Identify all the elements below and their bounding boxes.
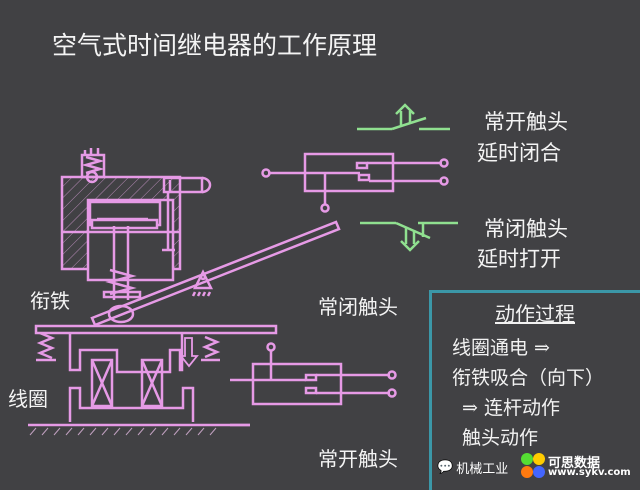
down-arrow-icon bbox=[179, 337, 199, 368]
lever bbox=[90, 220, 341, 327]
upper-switch bbox=[261, 152, 449, 213]
logo-url: www.sykv.com bbox=[548, 467, 631, 478]
wechat-watermark: 💬 机械工业 bbox=[437, 458, 508, 477]
process-step: 触头动作 bbox=[462, 427, 539, 449]
nc-contact-label: 常闭触头 bbox=[318, 295, 398, 319]
logo-text: 可思数据 bbox=[548, 456, 601, 471]
nc-delay-label-2: 延时打开 bbox=[477, 247, 561, 271]
process-box: 动作过程 线圈通电 ⇒ 衔铁吸合（向下） ⇒ 连杆动作 触头动作 bbox=[429, 290, 640, 490]
logo-watermark: 可思数据 www.sykv.com bbox=[520, 452, 640, 480]
top-spring bbox=[80, 148, 106, 184]
no-delay-label-1: 常开触头 bbox=[484, 110, 568, 134]
adjust-screw bbox=[162, 176, 212, 252]
process-step: 线圈通电 ⇒ bbox=[452, 337, 550, 359]
no-contact-label: 常开触头 bbox=[318, 447, 398, 471]
nc-delay-label-1: 常闭触头 bbox=[484, 217, 568, 241]
diagram-title: 空气式时间继电器的工作原理 bbox=[52, 31, 378, 60]
nc-delay-open-symbol bbox=[360, 221, 458, 252]
armature-label: 衔铁 bbox=[30, 289, 70, 313]
process-title: 动作过程 bbox=[495, 302, 575, 326]
air-chamber bbox=[60, 175, 182, 282]
ground-hatch bbox=[29, 427, 217, 436]
wechat-icon: 💬 bbox=[437, 460, 454, 475]
armature-springs bbox=[36, 331, 221, 362]
wechat-text: 机械工业 bbox=[456, 462, 509, 477]
coil-label: 线圈 bbox=[8, 387, 48, 411]
logo-icon bbox=[521, 453, 545, 478]
process-step: ⇒ 连杆动作 bbox=[462, 397, 560, 419]
piston-rod bbox=[102, 226, 142, 324]
lower-switch bbox=[230, 342, 397, 427]
relay-diagram bbox=[28, 103, 458, 436]
process-step: 衔铁吸合（向下） bbox=[452, 367, 605, 389]
no-delay-label-2: 延时闭合 bbox=[477, 141, 561, 165]
armature bbox=[34, 324, 278, 374]
coil-core bbox=[28, 358, 250, 427]
no-delay-close-symbol bbox=[357, 103, 450, 131]
